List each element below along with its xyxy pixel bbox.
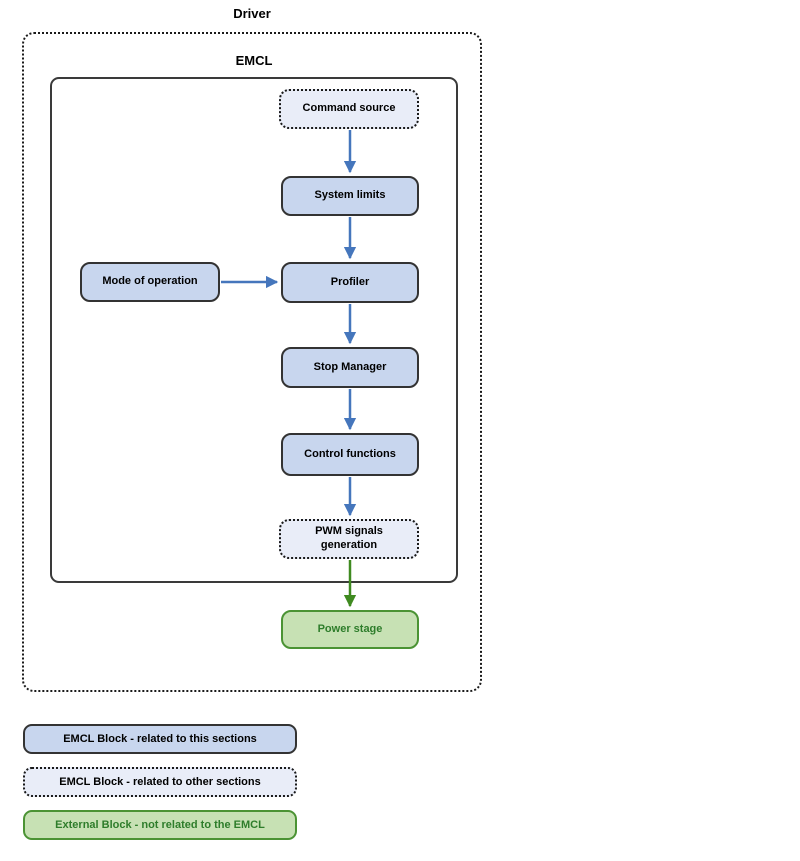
node-command-source: Command source — [279, 89, 419, 129]
node-power-stage: Power stage — [281, 610, 419, 649]
emcl-group-label: EMCL — [235, 53, 273, 68]
node-system-limits: System limits — [281, 176, 419, 216]
emcl-group-container — [50, 77, 458, 583]
node-pwm-generation: PWM signals generation — [279, 519, 419, 559]
legend-item-external: External Block - not related to the EMCL — [23, 810, 297, 840]
driver-group-container — [22, 32, 482, 692]
node-profiler: Profiler — [281, 262, 419, 303]
node-control-functions: Control functions — [281, 433, 419, 476]
legend-item-emcl-current: EMCL Block - related to this sections — [23, 724, 297, 754]
legend-item-emcl-other: EMCL Block - related to other sections — [23, 767, 297, 797]
node-stop-manager: Stop Manager — [281, 347, 419, 388]
driver-group-label: Driver — [233, 6, 271, 21]
node-mode-of-operation: Mode of operation — [80, 262, 220, 302]
